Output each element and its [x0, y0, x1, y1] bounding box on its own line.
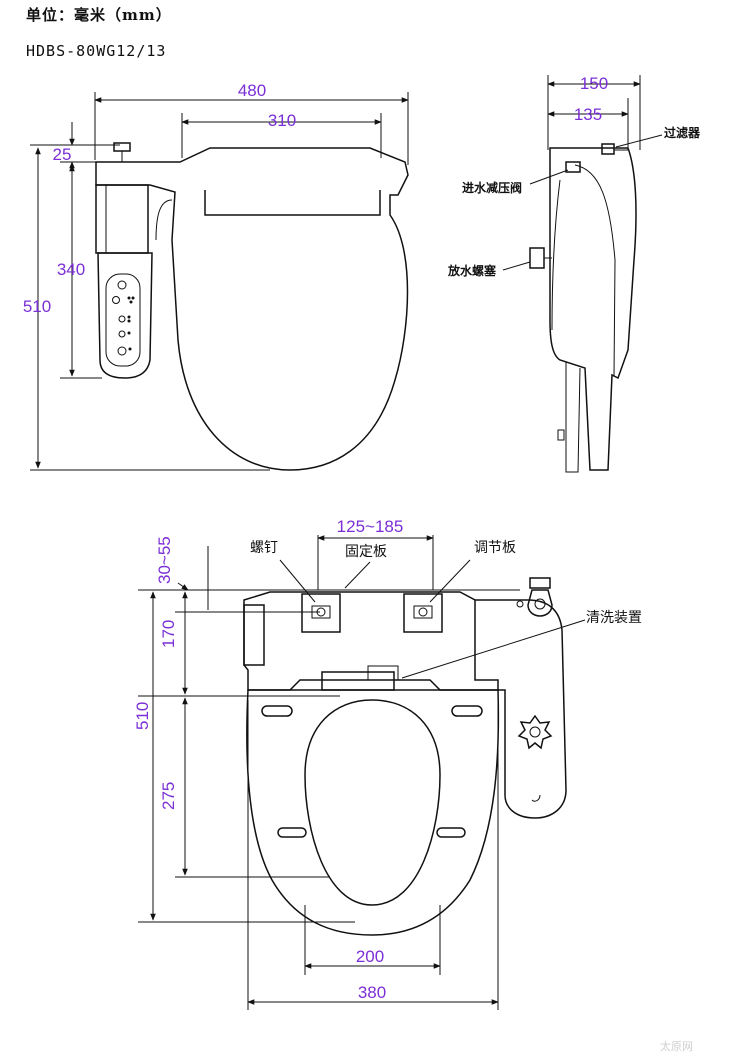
cleaning-device: [321, 671, 395, 691]
label-fixing-plate: 固定板: [345, 544, 387, 560]
dim-30-55: 30~55: [155, 536, 174, 584]
inlet-knob: [113, 142, 131, 152]
dim-275: 275: [159, 782, 178, 810]
dim-200: 200: [356, 947, 384, 966]
dim-480: 480: [238, 81, 266, 100]
dim-510-install: 510: [133, 702, 152, 730]
control-panel: [97, 252, 153, 379]
side-view: 150 135 过滤器 进水减压阀 放水螺塞: [447, 74, 701, 473]
install-view: 125~185 螺钉 固定板 调节板 清洗装置 30~55 510 170 27…: [133, 517, 642, 1010]
dim-340: 340: [57, 260, 85, 279]
inlet-knob-install: [516, 577, 553, 617]
dim-25: 25: [53, 145, 72, 164]
seat-opening: [304, 699, 441, 906]
label-cleaning-device: 清洗装置: [586, 610, 642, 626]
dim-170: 170: [159, 620, 178, 648]
dim-310: 310: [268, 111, 296, 130]
dim-150: 150: [580, 74, 608, 93]
label-adjust-plate: 调节板: [474, 540, 516, 556]
seat-bottom-outline: [246, 689, 500, 936]
dim-380: 380: [358, 983, 386, 1002]
hinge-assembly: [243, 591, 499, 691]
unit-label: 单位：毫米（mm）: [26, 6, 172, 24]
label-filter: 过滤器: [664, 125, 701, 140]
watermark: 太原网: [660, 1040, 693, 1053]
top-view: 480 310 25 340 510: [23, 81, 409, 471]
label-valve: 进水减压阀: [462, 180, 522, 195]
model-number: HDBS-80WG12/13: [26, 42, 167, 60]
seat-outline: [95, 147, 409, 471]
side-body: [549, 147, 637, 471]
side-arm: [475, 599, 567, 819]
label-screw: 螺钉: [250, 540, 278, 556]
label-drain-plug: 放水螺塞: [447, 263, 497, 278]
fixing-plate-left: [301, 593, 341, 633]
dim-135: 135: [574, 105, 602, 124]
dim-125-185: 125~185: [337, 517, 404, 536]
dim-510-top: 510: [23, 297, 51, 316]
gear-icon: [517, 714, 553, 750]
adjust-plate-right: [403, 593, 443, 633]
panel-buttons: [112, 280, 135, 356]
tank-block: [95, 184, 149, 254]
